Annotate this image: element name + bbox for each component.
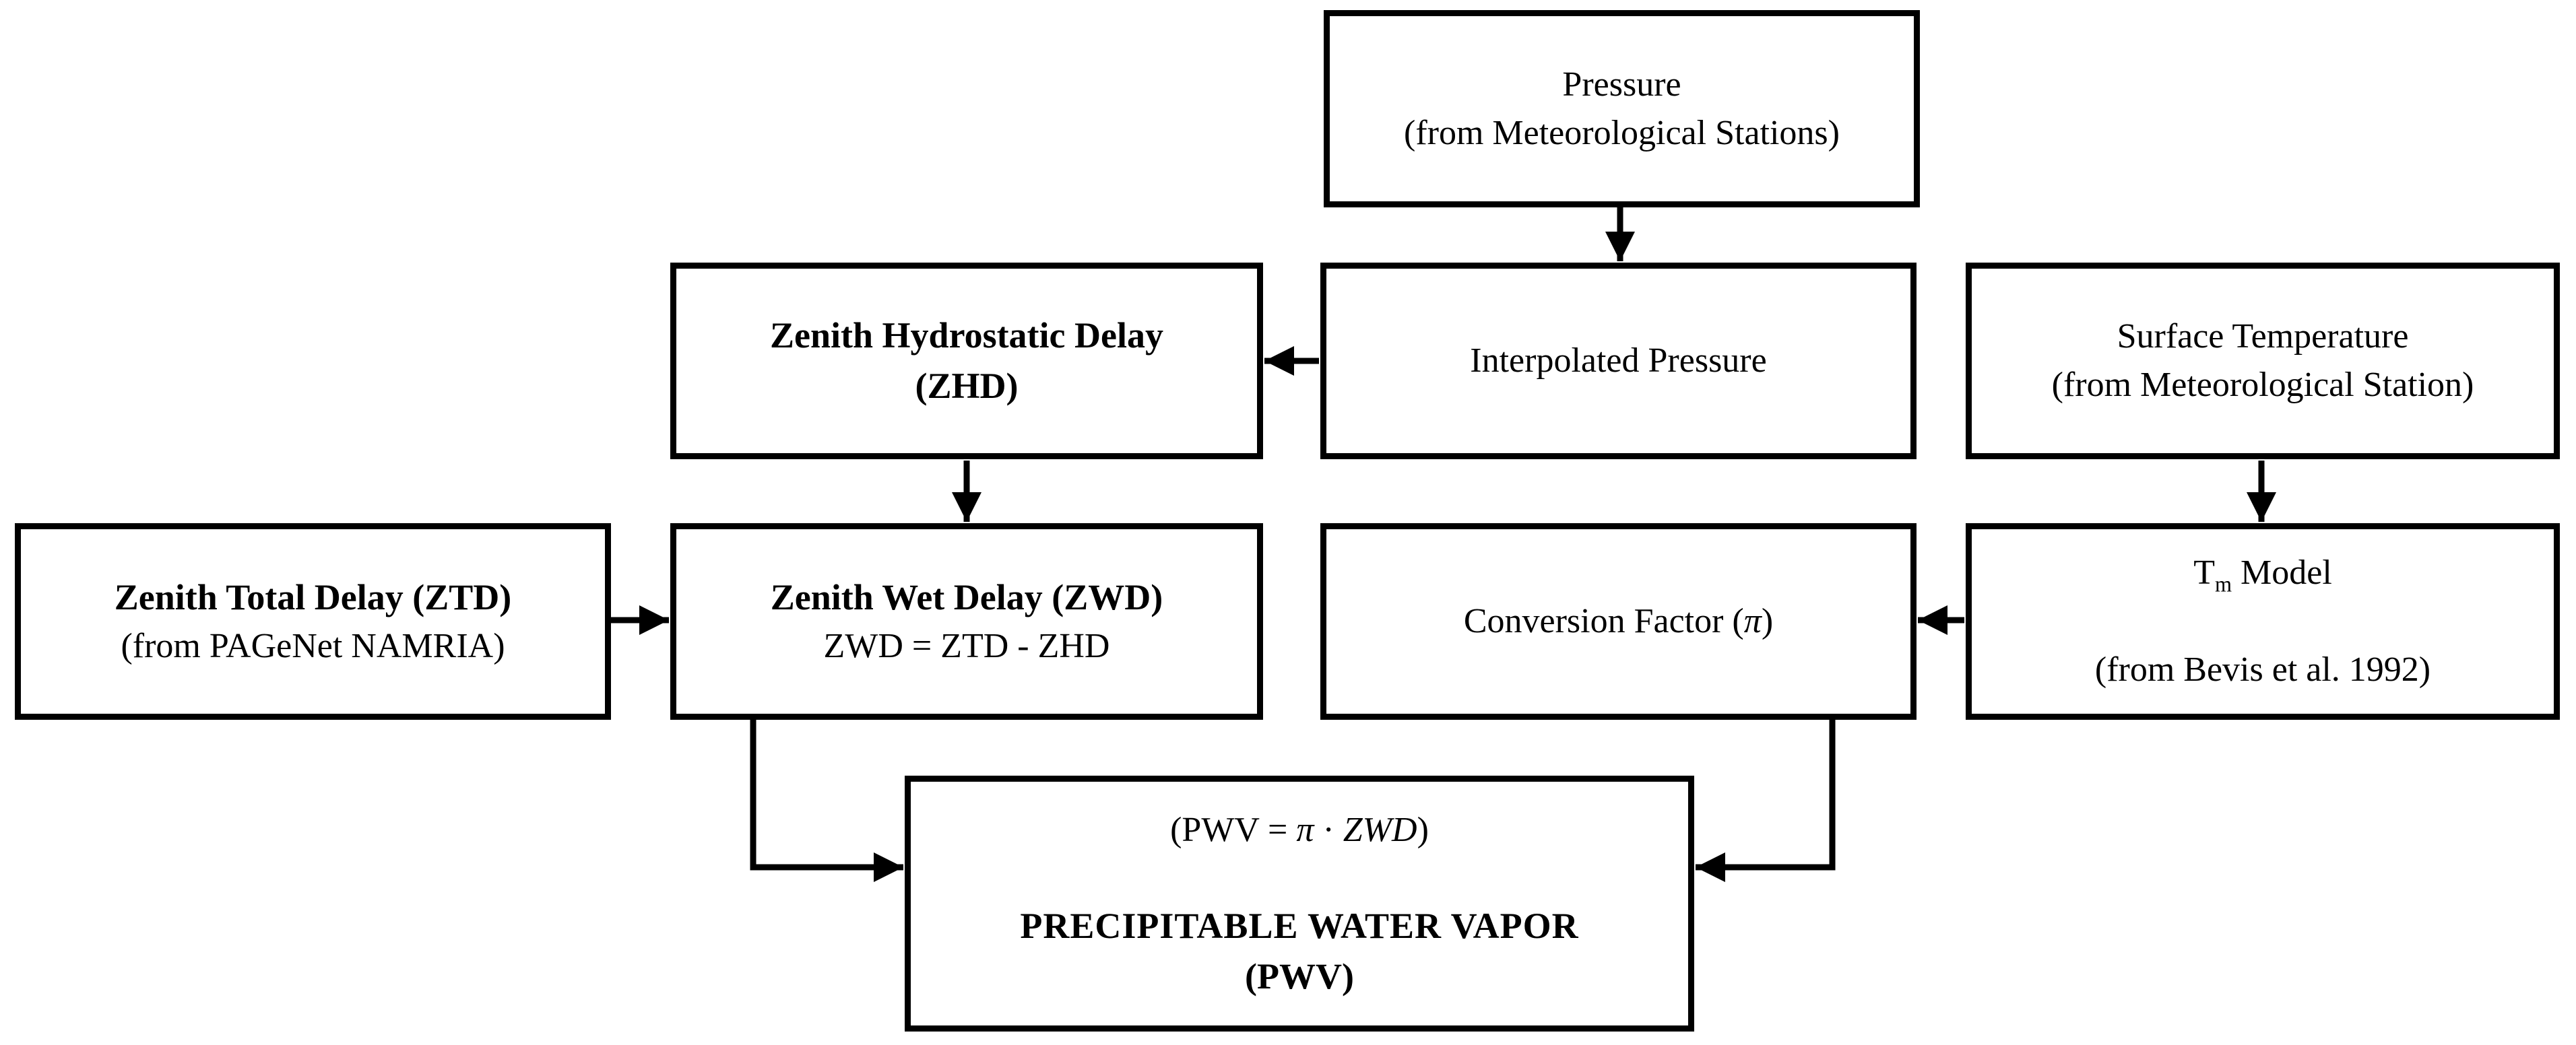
arrow-zwd-to-pwv bbox=[750, 718, 903, 882]
zwd-title: Zenith Wet Delay (ZWD) bbox=[770, 576, 1163, 617]
box-zenith-hydrostatic-delay: Zenith Hydrostatic Delay (ZHD) bbox=[670, 263, 1263, 459]
pi-symbol: π bbox=[1743, 602, 1762, 641]
box-pressure: Pressure (from Meteorological Stations) bbox=[1324, 10, 1920, 207]
zhd-abbrev: (ZHD) bbox=[915, 366, 1019, 406]
box-conversion-factor: Conversion Factor (π) bbox=[1320, 523, 1917, 720]
conversion-factor-suffix: ) bbox=[1761, 602, 1774, 641]
surface-temperature-title: Surface Temperature bbox=[2117, 317, 2409, 356]
pwv-formula: (PWV = π · ZWD) bbox=[1170, 806, 1429, 854]
zwd-formula: ZWD = ZTD - ZHD bbox=[823, 627, 1110, 666]
pwv-title: PRECIPITABLE WATER VAPOR bbox=[1020, 906, 1579, 947]
pwv-zwd-symbol: ZWD bbox=[1343, 810, 1417, 849]
pressure-title: Pressure bbox=[1562, 65, 1681, 104]
zhd-title: Zenith Hydrostatic Delay bbox=[770, 315, 1163, 356]
pwv-abbrev: (PWV) bbox=[1245, 955, 1354, 997]
pwv-pi-symbol: π bbox=[1296, 810, 1314, 849]
ztd-title: Zenith Total Delay (ZTD) bbox=[114, 576, 512, 617]
pressure-source: (from Meteorological Stations) bbox=[1404, 113, 1840, 152]
tm-symbol: T bbox=[2193, 553, 2215, 593]
ztd-source: (from PAGeNet NAMRIA) bbox=[121, 627, 505, 666]
pwv-formula-close: ) bbox=[1417, 810, 1429, 849]
box-zenith-wet-delay: Zenith Wet Delay (ZWD) ZWD = ZTD - ZHD bbox=[670, 523, 1263, 720]
box-tm-model: Tm Model (from Bevis et al. 1992) bbox=[1966, 523, 2560, 720]
box-surface-temperature: Surface Temperature (from Meteorological… bbox=[1966, 263, 2560, 459]
tm-model-title: Tm Model bbox=[2193, 549, 2332, 597]
arrow-conversion-to-pwv bbox=[1696, 718, 1836, 882]
conversion-factor-prefix: Conversion Factor ( bbox=[1463, 602, 1744, 641]
box-precipitable-water-vapor: (PWV = π · ZWD) PRECIPITABLE WATER VAPOR… bbox=[905, 776, 1694, 1032]
tm-model-word: Model bbox=[2232, 553, 2332, 593]
tm-subscript: m bbox=[2214, 572, 2232, 597]
pwv-formula-dot: · bbox=[1314, 810, 1343, 849]
conversion-factor-label: Conversion Factor (π) bbox=[1464, 597, 1773, 646]
pwv-formula-open: (PWV = bbox=[1170, 810, 1297, 849]
surface-temperature-source: (from Meteorological Station) bbox=[2051, 366, 2474, 404]
tm-model-source: (from Bevis et al. 1992) bbox=[2094, 650, 2431, 689]
box-interpolated-pressure: Interpolated Pressure bbox=[1320, 263, 1917, 459]
interpolated-pressure-title: Interpolated Pressure bbox=[1470, 341, 1767, 380]
box-zenith-total-delay: Zenith Total Delay (ZTD) (from PAGeNet N… bbox=[15, 523, 611, 720]
